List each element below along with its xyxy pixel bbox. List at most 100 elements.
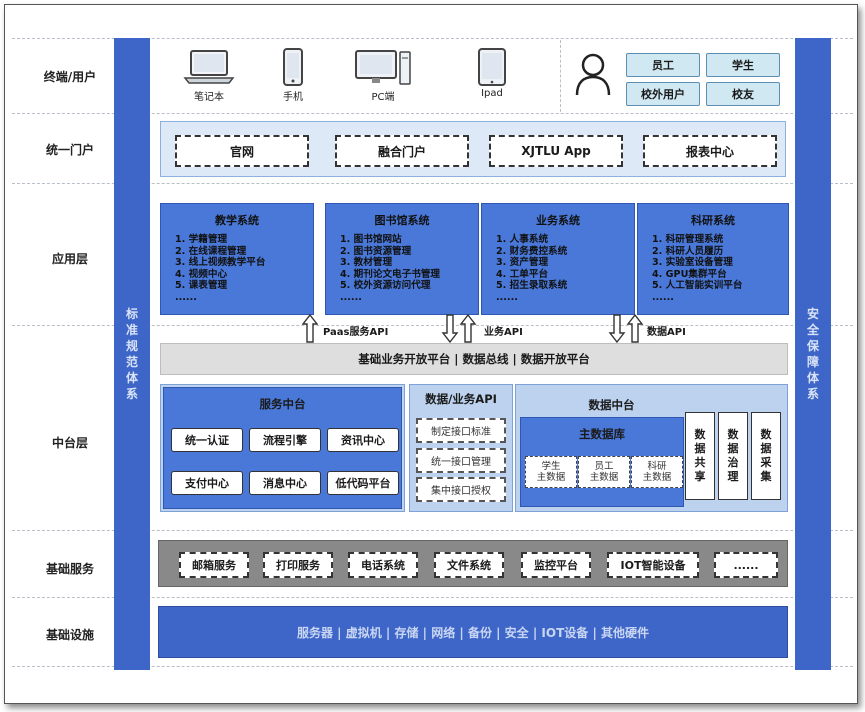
master-data-line: 主数据 bbox=[536, 472, 566, 483]
app-title: 科研系统 bbox=[691, 214, 735, 227]
role-student: 学生 bbox=[706, 53, 780, 77]
master-data-line: 员工 bbox=[594, 461, 614, 472]
role-external-user: 校外用户 bbox=[626, 82, 700, 106]
app-item: 2. 科研人员履历 bbox=[652, 245, 724, 257]
service-message-center[interactable]: 消息中心 bbox=[249, 471, 321, 495]
app-item: ...... bbox=[175, 291, 197, 303]
basic-services-bar: 邮箱服务 打印服务 电话系统 文件系统 监控平台 IOT智能设备 ...... bbox=[158, 540, 788, 587]
bidirectional-arrow-icon bbox=[441, 314, 477, 343]
app-item: 5. 人工智能实训平台 bbox=[652, 280, 743, 292]
service-print[interactable]: 打印服务 bbox=[263, 552, 333, 578]
data-governance[interactable]: 数据治理 bbox=[718, 412, 748, 500]
service-center-panel: 服务中台 统一认证 流程引擎 资讯中心 支付中心 消息中心 低代码平台 bbox=[160, 384, 405, 512]
row-label-middle: 中台层 bbox=[51, 436, 88, 450]
app-item: 2. 图书资源管理 bbox=[340, 245, 412, 257]
data-center-title: 数据中台 bbox=[588, 398, 635, 412]
app-title: 图书馆系统 bbox=[374, 214, 430, 227]
standards-system-label: 标准规范体系 bbox=[125, 307, 138, 401]
data-sharing[interactable]: 数据共享 bbox=[685, 412, 715, 500]
master-database-panel: 主数据库 学生 主数据 员工 主数据 科研 主数据 bbox=[520, 417, 684, 507]
portal-xjtlu-app[interactable]: XJTLU App bbox=[489, 135, 623, 167]
portal-fusion[interactable]: 融合门户 bbox=[335, 135, 469, 167]
row-label-terminal: 终端/用户 bbox=[43, 70, 97, 84]
master-data-student[interactable]: 学生 主数据 bbox=[525, 456, 577, 488]
service-workflow-engine[interactable]: 流程引擎 bbox=[249, 428, 321, 452]
service-news-center[interactable]: 资讯中心 bbox=[327, 428, 399, 452]
row-separator bbox=[12, 183, 853, 184]
master-database-title: 主数据库 bbox=[579, 427, 625, 441]
service-unified-auth[interactable]: 统一认证 bbox=[171, 428, 243, 452]
service-center-inner: 服务中台 统一认证 流程引擎 资讯中心 支付中心 消息中心 低代码平台 bbox=[163, 387, 402, 509]
user-roles-area bbox=[560, 40, 795, 112]
app-item: 4. 期刊论文电子书管理 bbox=[340, 268, 441, 280]
service-low-code[interactable]: 低代码平台 bbox=[327, 471, 399, 495]
data-collection-label: 数据采集 bbox=[760, 428, 772, 483]
tablet-icon bbox=[478, 48, 506, 86]
app-item: 3. 线上视频教学平台 bbox=[175, 257, 266, 269]
device-label: Ipad bbox=[481, 88, 503, 99]
master-data-research[interactable]: 科研 主数据 bbox=[631, 456, 683, 488]
api-centralized-auth[interactable]: 集中接口授权 bbox=[416, 477, 506, 502]
up-arrow-icon bbox=[302, 314, 318, 343]
row-separator bbox=[12, 666, 853, 667]
service-monitoring[interactable]: 监控平台 bbox=[521, 552, 591, 578]
master-data-line: 学生 bbox=[541, 461, 561, 472]
api-unified-management[interactable]: 统一接口管理 bbox=[416, 448, 506, 473]
service-iot-devices[interactable]: IOT智能设备 bbox=[607, 552, 699, 578]
service-phone[interactable]: 电话系统 bbox=[348, 552, 418, 578]
data-collection[interactable]: 数据采集 bbox=[751, 412, 781, 500]
app-item: 4. 视频中心 bbox=[175, 268, 228, 280]
app-item: 2. 在线课程管理 bbox=[175, 245, 247, 257]
app-item: ...... bbox=[652, 291, 674, 303]
portal-report-center[interactable]: 报表中心 bbox=[643, 135, 777, 167]
app-item: 1. 人事系统 bbox=[496, 234, 549, 245]
data-governance-label: 数据治理 bbox=[727, 428, 739, 483]
app-item: 1. 图书馆网站 bbox=[340, 234, 402, 245]
device-laptop: 笔记本 bbox=[178, 48, 240, 103]
app-library-system: 图书馆系统 1. 图书馆网站 2. 图书资源管理 3. 教材管理 4. 期刊论文… bbox=[325, 203, 479, 315]
app-item: 4. GPU集群平台 bbox=[652, 268, 727, 280]
service-center-title: 服务中台 bbox=[259, 397, 306, 411]
infrastructure-bar: 服务器 | 虚拟机 | 存储 | 网络 | 备份 | 安全 | IOT设备 | … bbox=[158, 606, 788, 658]
service-file-system[interactable]: 文件系统 bbox=[434, 552, 504, 578]
security-system-bar: 安全保障体系 bbox=[795, 38, 831, 670]
app-title: 教学系统 bbox=[215, 214, 259, 227]
standards-system-bar: 标准规范体系 bbox=[114, 38, 150, 670]
row-separator bbox=[12, 38, 853, 39]
app-item: 5. 校外资源访问代理 bbox=[340, 280, 431, 292]
service-payment-center[interactable]: 支付中心 bbox=[171, 471, 243, 495]
role-alumni: 校友 bbox=[706, 82, 780, 106]
bidirectional-arrow-icon bbox=[608, 314, 644, 343]
row-label-infrastructure: 基础设施 bbox=[45, 628, 94, 642]
role-staff: 员工 bbox=[626, 53, 700, 77]
master-data-line: 主数据 bbox=[642, 472, 672, 483]
row-label-portal: 统一门户 bbox=[45, 143, 94, 157]
app-item: 3. 资产管理 bbox=[496, 257, 549, 269]
api-label-business: 业务API bbox=[484, 327, 523, 338]
device-label: PC端 bbox=[371, 92, 395, 103]
app-item: 5. 课表管理 bbox=[175, 280, 228, 292]
service-more[interactable]: ...... bbox=[714, 552, 778, 578]
device-desktop: PC端 bbox=[352, 48, 414, 103]
laptop-icon bbox=[183, 50, 235, 84]
app-item: 4. 工单平台 bbox=[496, 268, 549, 280]
data-sharing-label: 数据共享 bbox=[694, 428, 706, 483]
open-platform-bar: 基础业务开放平台 | 数据总线 | 数据开放平台 bbox=[160, 343, 788, 375]
app-item: ...... bbox=[340, 291, 362, 303]
device-tablet: Ipad bbox=[466, 48, 518, 99]
app-research-system: 科研系统 1. 科研管理系统 2. 科研人员履历 3. 实验室设备管理 4. G… bbox=[637, 203, 789, 315]
row-label-basic-service: 基础服务 bbox=[45, 562, 94, 576]
row-separator bbox=[12, 325, 853, 326]
api-label-paas: Paas服务API bbox=[323, 327, 389, 338]
api-define-standards[interactable]: 制定接口标准 bbox=[416, 418, 506, 443]
app-item: 3. 教材管理 bbox=[340, 257, 393, 269]
master-data-staff[interactable]: 员工 主数据 bbox=[578, 456, 630, 488]
portal-official-site[interactable]: 官网 bbox=[175, 135, 309, 167]
app-business-system: 业务系统 1. 人事系统 2. 财务费控系统 3. 资产管理 4. 工单平台 5… bbox=[481, 203, 635, 315]
app-item: 2. 财务费控系统 bbox=[496, 245, 568, 257]
device-label: 手机 bbox=[283, 92, 303, 103]
device-label: 笔记本 bbox=[194, 92, 224, 103]
device-phone: 手机 bbox=[270, 48, 316, 103]
service-mail[interactable]: 邮箱服务 bbox=[179, 552, 249, 578]
data-api-title: 数据/业务API bbox=[425, 392, 497, 406]
